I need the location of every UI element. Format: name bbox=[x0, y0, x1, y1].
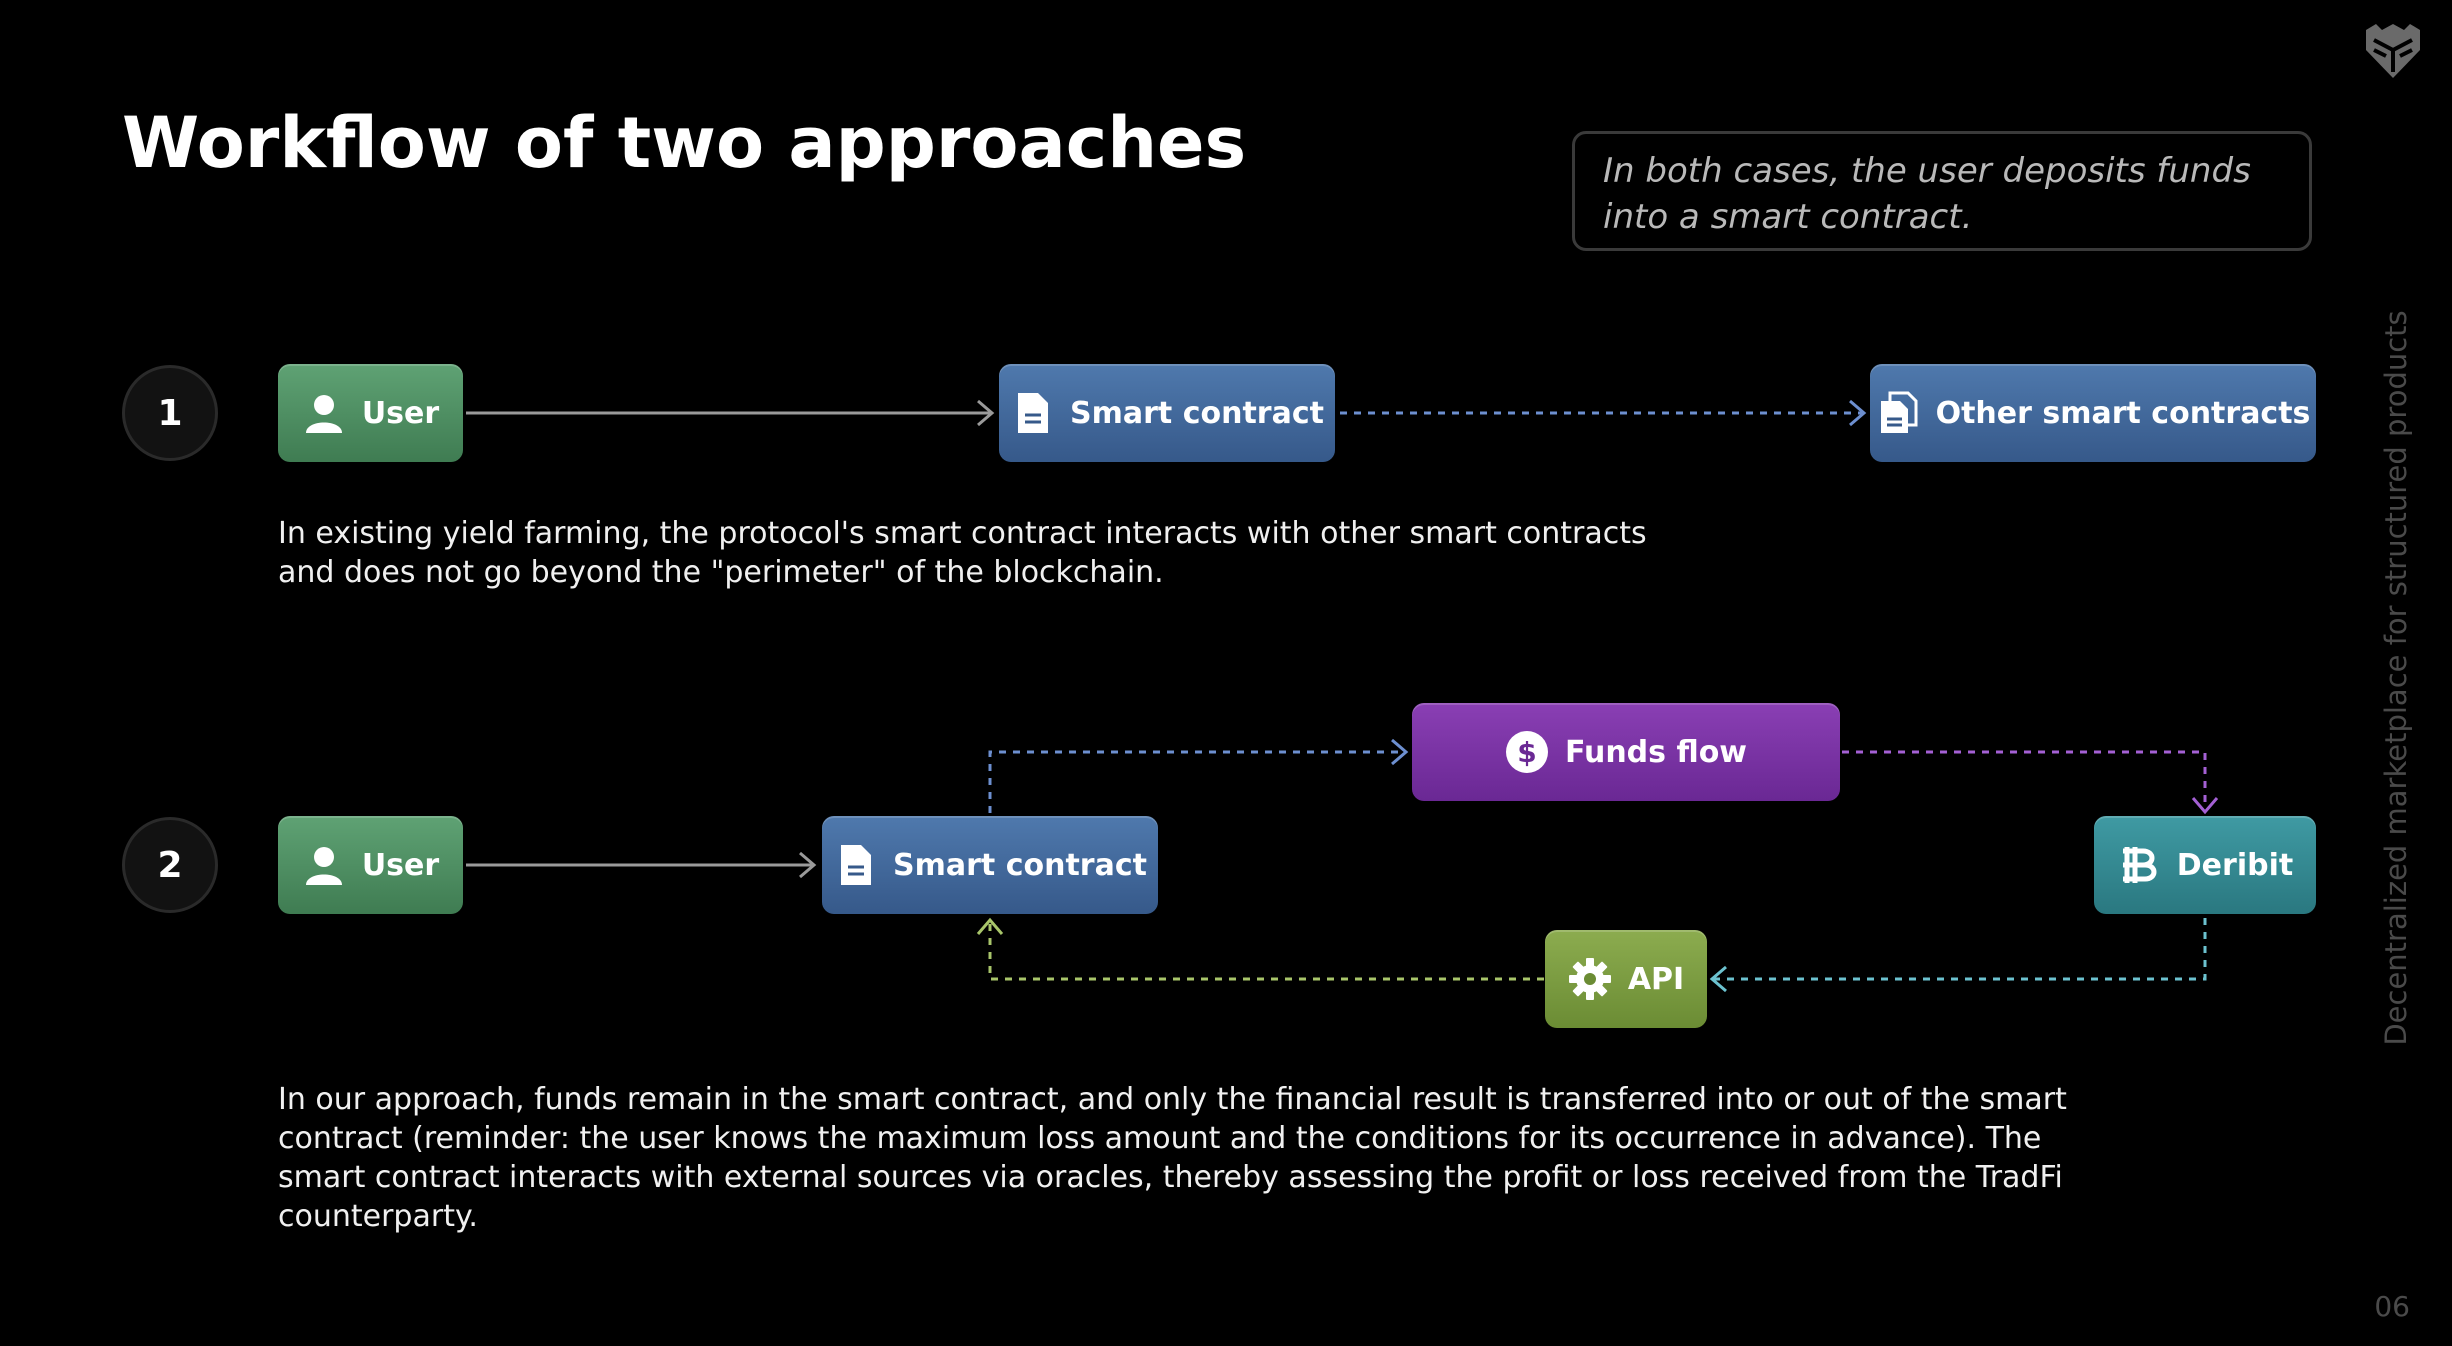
callout-line: In both cases, the user deposits funds bbox=[1603, 151, 2251, 191]
callout-line: into a smart contract. bbox=[1603, 197, 1973, 237]
arrow-funds-flow-to-deribit bbox=[1842, 750, 2219, 815]
bitcoin-icon bbox=[2122, 847, 2157, 883]
api-node: API bbox=[1545, 930, 1707, 1028]
smart-contract-node-2: Smart contract bbox=[822, 816, 1158, 914]
node-label: User bbox=[361, 395, 440, 431]
description-line: counterparty. bbox=[278, 1199, 478, 1234]
approach1-description: In existing yield farming, the protocol'… bbox=[278, 514, 1647, 592]
node-label: Deribit bbox=[2176, 847, 2294, 883]
description-line: contract (reminder: the user knows the m… bbox=[278, 1121, 2042, 1156]
gear-icon bbox=[1568, 958, 1611, 1000]
node-label: Funds flow bbox=[1564, 734, 1748, 770]
description-line: and does not go beyond the "perimeter" o… bbox=[278, 555, 1164, 590]
arrow-contract-to-others bbox=[1340, 399, 1867, 427]
smart-contract-node-1: Smart contract bbox=[999, 364, 1335, 462]
arrow-user-to-contract-1 bbox=[466, 399, 995, 427]
funds-flow-node: $ Funds flow bbox=[1412, 703, 1840, 801]
arrow-deribit-to-api bbox=[1709, 918, 2207, 993]
side-label: Decentralized marketplace for structured… bbox=[2379, 310, 2413, 1046]
node-label: API bbox=[1627, 961, 1685, 997]
node-label: Smart contract bbox=[893, 847, 1147, 883]
step-number-2: 2 bbox=[122, 817, 218, 913]
document-icon bbox=[1018, 393, 1049, 433]
description-line: In existing yield farming, the protocol'… bbox=[278, 516, 1647, 551]
page-number: 06 bbox=[2374, 1290, 2410, 1323]
document-icon bbox=[841, 845, 872, 885]
node-label: Smart contract bbox=[1070, 395, 1324, 431]
description-line: smart contract interacts with external s… bbox=[278, 1160, 2063, 1195]
deribit-node: Deribit bbox=[2094, 816, 2316, 914]
other-smart-contracts-node: Other smart contracts bbox=[1870, 364, 2316, 462]
approach2-description: In our approach, funds remain in the sma… bbox=[278, 1080, 2067, 1236]
arrow-contract-to-funds-flow bbox=[988, 738, 1409, 813]
step-number-1: 1 bbox=[122, 365, 218, 461]
dollar-coin-icon: $ bbox=[1505, 731, 1548, 773]
callout-box: In both cases, the user deposits funds i… bbox=[1572, 131, 2312, 251]
user-icon bbox=[305, 847, 342, 885]
node-label: User bbox=[361, 847, 440, 883]
arrow-user-to-contract-2 bbox=[466, 851, 817, 879]
shield-logo-icon bbox=[2366, 24, 2420, 78]
user-node-2: User bbox=[278, 816, 463, 914]
svg-text:$: $ bbox=[1517, 736, 1536, 769]
user-node-1: User bbox=[278, 364, 463, 462]
arrow-api-to-contract bbox=[976, 917, 1544, 981]
user-icon bbox=[305, 395, 342, 433]
documents-icon bbox=[1880, 391, 1918, 433]
page-title: Workflow of two approaches bbox=[122, 102, 1247, 184]
node-label: Other smart contracts bbox=[1935, 395, 2311, 431]
description-line: In our approach, funds remain in the sma… bbox=[278, 1082, 2067, 1117]
